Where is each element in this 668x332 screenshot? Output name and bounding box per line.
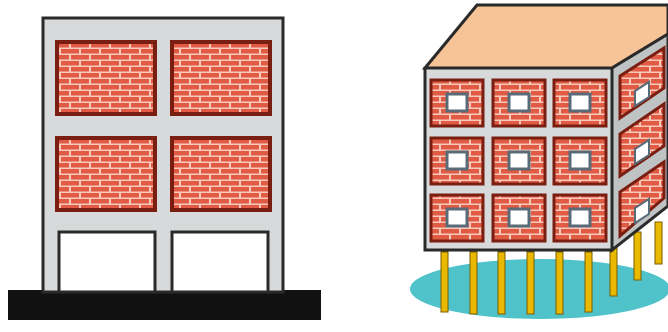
open-ground-bay: [170, 230, 270, 294]
brick-infill-panel: [55, 40, 157, 116]
window: [507, 207, 531, 228]
window-side: [634, 138, 650, 166]
ground-slab: [8, 290, 321, 320]
pile: [584, 251, 593, 313]
pile: [497, 251, 506, 315]
pile: [633, 231, 642, 281]
window: [507, 92, 531, 113]
brick-infill-panel: [429, 78, 485, 128]
window: [568, 207, 592, 228]
water-pond: [410, 259, 668, 319]
window-side: [634, 197, 650, 225]
front-infill-panels: [429, 78, 608, 243]
brick-infill-panel: [55, 136, 157, 212]
open-ground-bay: [57, 230, 157, 294]
window: [568, 150, 592, 171]
brick-infill-panel: [491, 78, 547, 128]
brick-infill-panel-side: [618, 45, 666, 121]
window: [568, 92, 592, 113]
pile: [469, 251, 478, 315]
brick-infill-panel: [552, 78, 608, 128]
frame-building-on-piles: [410, 3, 668, 319]
frame-building-open-ground-storey: [8, 16, 321, 320]
brick-infill-panel-side: [618, 159, 666, 240]
window: [445, 207, 469, 228]
pile: [440, 251, 449, 313]
window: [445, 150, 469, 171]
brick-infill-panel: [170, 136, 272, 212]
side-infill-panels: [618, 45, 666, 240]
window: [445, 92, 469, 113]
brick-infill-panel: [170, 40, 272, 116]
pile: [555, 251, 564, 315]
window: [507, 150, 531, 171]
brick-infill-panel: [429, 193, 485, 243]
piles: [440, 221, 663, 315]
pile: [526, 251, 535, 315]
window-side: [634, 80, 650, 108]
brick-infill-panel-side: [618, 101, 666, 179]
pile: [654, 221, 663, 265]
